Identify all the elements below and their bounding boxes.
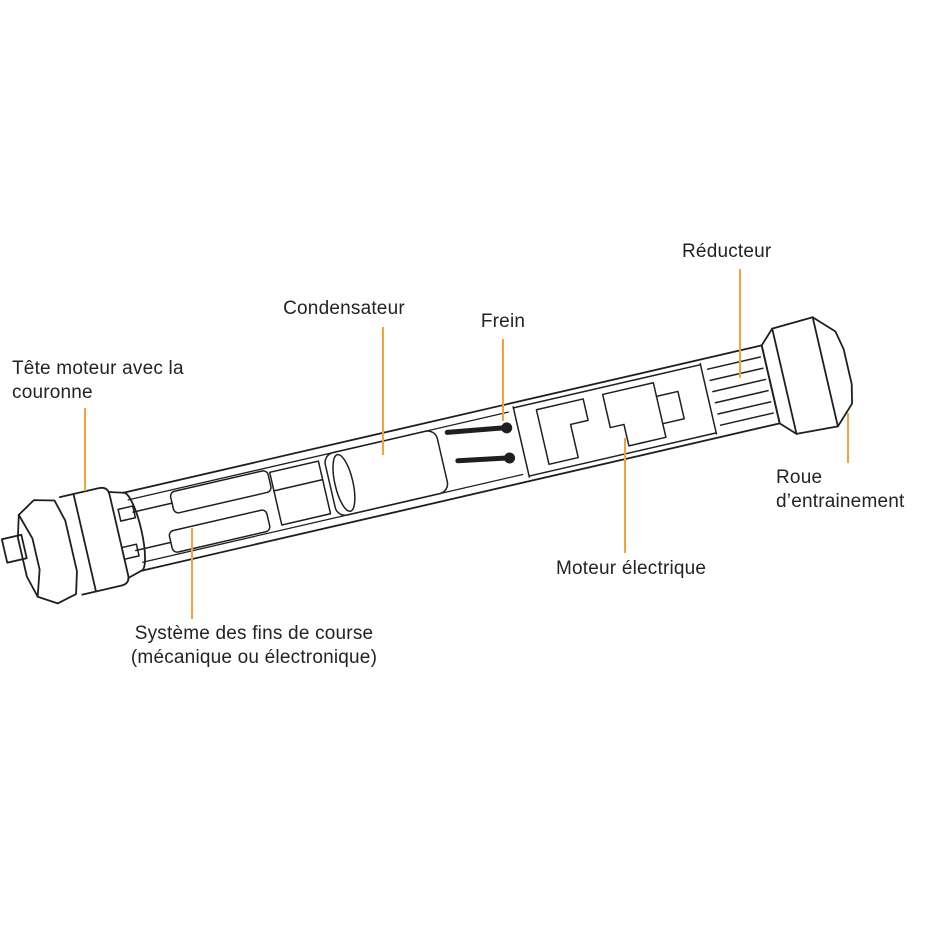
label-frein: Frein bbox=[480, 311, 526, 332]
motor-shaft-step bbox=[655, 390, 685, 425]
reducer-spline bbox=[717, 401, 772, 415]
label-reducteur: Réducteur bbox=[682, 241, 772, 262]
tube-left-ring bbox=[122, 491, 146, 572]
crown-step-bottom bbox=[127, 569, 143, 579]
leader-lines bbox=[84, 269, 849, 619]
capacitor-body bbox=[324, 430, 449, 516]
reducer-spline bbox=[709, 367, 764, 382]
motor-can-bottom bbox=[528, 432, 717, 477]
capacitor-end-cap bbox=[332, 453, 356, 512]
drive-wheel-facet-left bbox=[771, 327, 798, 435]
crown-ring bbox=[58, 486, 143, 596]
label-condensateur: Condensateur bbox=[283, 298, 405, 319]
head-nub bbox=[0, 533, 28, 564]
limit-switch-block-split bbox=[273, 478, 324, 492]
motor-lamination-1 bbox=[535, 398, 589, 466]
brake-pin-upper bbox=[444, 425, 505, 435]
tube-body bbox=[122, 344, 781, 572]
limit-switch-upper-cap bbox=[117, 505, 137, 522]
limit-switch-upper-cylinder bbox=[169, 470, 272, 514]
limit-switch-lower-rod bbox=[135, 541, 172, 552]
cutaway-top-edge bbox=[127, 411, 509, 501]
limit-switch-upper-rod bbox=[132, 502, 173, 513]
electric-motor bbox=[512, 362, 718, 478]
capacitor bbox=[324, 430, 449, 516]
brake-pin-lower-tip bbox=[504, 452, 516, 464]
label-tete-moteur: Tête moteur avec la couronne bbox=[12, 358, 184, 404]
reducer-spline bbox=[714, 389, 769, 404]
cutaway-bottom-edge bbox=[141, 473, 524, 563]
drive-wheel-outline bbox=[760, 316, 854, 435]
brake-pin-upper-tip bbox=[501, 422, 513, 434]
brake-pin-lower bbox=[455, 455, 507, 464]
drive-wheel bbox=[760, 316, 854, 435]
tube-top-edge bbox=[122, 344, 763, 494]
motor-rear-plate bbox=[699, 362, 718, 435]
brake bbox=[444, 422, 516, 464]
motor-head bbox=[0, 499, 78, 605]
label-roue-entrainement: Roue d’entrainement bbox=[776, 467, 905, 513]
label-moteur-electrique: Moteur électrique bbox=[556, 558, 707, 579]
limit-switch-block bbox=[268, 460, 332, 526]
limit-switch-system bbox=[117, 460, 332, 560]
crown-step-top bbox=[108, 491, 125, 494]
label-fins-de-course: Système des fins de course (mécanique ou… bbox=[130, 623, 378, 669]
tubular-motor-drawing bbox=[0, 316, 854, 605]
reducer-spline bbox=[706, 356, 762, 370]
head-bracket-facet bbox=[17, 513, 41, 598]
motor-lamination-2 bbox=[601, 381, 667, 447]
drive-wheel-base-edge bbox=[760, 344, 781, 425]
motor-can-top bbox=[512, 363, 702, 409]
reducer bbox=[706, 356, 774, 426]
limit-switch-lower-cylinder bbox=[168, 509, 271, 553]
crown-ring-edge bbox=[72, 493, 97, 593]
limit-switch-lower-cap bbox=[121, 543, 140, 560]
motor-front-plate bbox=[512, 406, 531, 478]
reducer-spline bbox=[712, 378, 767, 393]
head-bracket bbox=[16, 499, 78, 605]
crown-ring-outline bbox=[58, 486, 130, 596]
reducer-spline bbox=[719, 412, 774, 426]
drive-wheel-facet-right bbox=[811, 316, 839, 428]
tube-bottom-edge bbox=[140, 422, 781, 572]
